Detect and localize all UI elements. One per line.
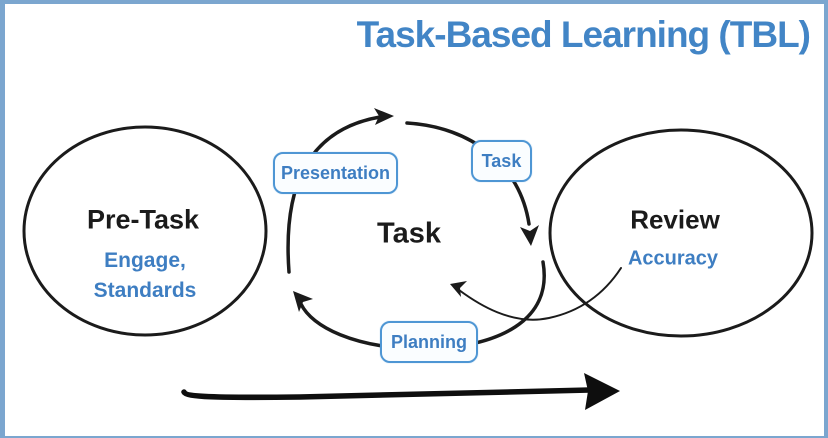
- cycle-arrowhead-bottom-left: [293, 291, 313, 312]
- timeline-arrowhead: [584, 373, 620, 410]
- review-to-task-arrow: [458, 267, 622, 321]
- step-box-task-label: Task: [481, 150, 522, 171]
- step-box-task: Task: [471, 140, 532, 182]
- pre-task-label: Pre-Task: [86, 204, 200, 235]
- step-box-planning-label: Planning: [391, 331, 467, 352]
- pre-task-subtitle-line2: Standards: [93, 279, 197, 302]
- step-box-presentation: Presentation: [273, 152, 398, 194]
- step-box-planning: Planning: [380, 321, 478, 363]
- cycle-arc-top-left: [286, 115, 382, 274]
- cycle-arrowhead-top: [374, 108, 394, 125]
- cycle-center-label: Task: [377, 217, 441, 250]
- pre-task-subtitle: Engage, Standards: [94, 246, 197, 306]
- review-subtitle: Accuracy: [627, 247, 719, 270]
- review-to-task-arrowhead: [450, 281, 467, 297]
- timeline-arrow-shaft: [181, 387, 593, 401]
- cycle-arrowhead-right: [520, 225, 539, 246]
- step-box-presentation-label: Presentation: [280, 162, 391, 183]
- pre-task-subtitle-line1: Engage,: [104, 249, 186, 272]
- review-label: Review: [630, 204, 720, 235]
- page-title: Task-Based Learning (TBL): [356, 14, 811, 55]
